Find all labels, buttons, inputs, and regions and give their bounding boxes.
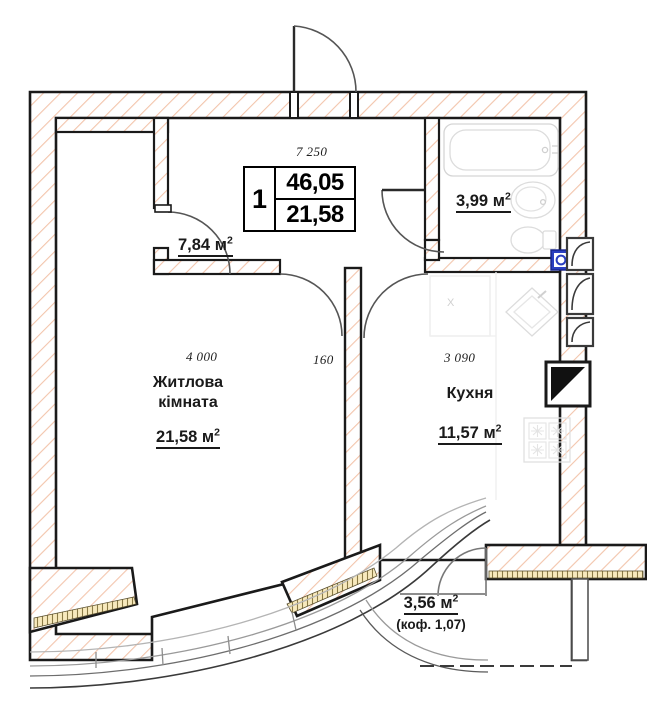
dimension-corridor-width: 160 [313, 352, 334, 367]
living-room-area-sup: 2 [214, 426, 220, 439]
bathtub-drain [541, 146, 549, 154]
bathroom-area-sup: 2 [504, 190, 511, 203]
kitchen-fixtures-group: X [429, 272, 571, 500]
bathroom-fixtures-group [443, 123, 559, 254]
sink-drain [539, 198, 547, 206]
balcony-glazing-arc-inner [29, 497, 487, 653]
rooms-count-cell: 1 [245, 168, 276, 230]
living-room-area: 21,58 м2 [128, 426, 248, 449]
kitchen-area-sup: 2 [495, 422, 502, 435]
hallway-area: 7,84 м2 [178, 234, 233, 257]
central-partition-wall [343, 266, 363, 562]
balcony-right-sill [488, 570, 644, 579]
living-room-door-jamb-top [154, 204, 172, 213]
balcony-coefficient: (коф. 1,07) [396, 617, 466, 632]
sink-bowl [515, 186, 547, 212]
hallway-area-value: 7,84 [178, 236, 211, 254]
living-room-area-value: 21,58 [156, 428, 198, 446]
living-room-top-wall [54, 116, 170, 134]
bathroom-area-unit: м [492, 192, 505, 210]
balcony-area-unit: м [440, 594, 453, 612]
bathroom-left-wall [423, 116, 441, 242]
apartment-info-box: 1 46,05 21,58 [243, 166, 356, 232]
bathroom-bottom-wall [423, 256, 562, 274]
dimension-top-width: 7 250 [296, 144, 328, 159]
kitchen-counter-left [429, 275, 491, 337]
kitchen-name: Кухня [446, 385, 494, 402]
balcony-right-arc [359, 609, 489, 673]
balcony-mullion-3 [227, 635, 231, 655]
hall-living-door-swing [279, 273, 343, 337]
riser-curve-1 [571, 241, 591, 267]
living-room-area-unit: м [201, 428, 215, 446]
bathroom-door-swing [381, 189, 445, 253]
living-area-cell: 21,58 [286, 201, 344, 228]
riser-box-2 [565, 272, 595, 316]
kitchen-door-swing [363, 273, 429, 339]
kitchen-label: Кухня [410, 384, 530, 404]
stove-fixture [523, 417, 571, 463]
hallway-left-partition [152, 116, 170, 210]
balcony-glazing-arc-mid [29, 505, 487, 667]
wall-group [28, 90, 647, 662]
balcony-right-arc-2 [365, 599, 489, 661]
ventilation-riser-group [544, 236, 595, 408]
entrance-door-swing [293, 25, 357, 93]
balcony-mullion-4 [291, 611, 297, 631]
living-room-label: Житлова кімната [128, 373, 248, 413]
bathroom-area: 3,99 м2 [456, 190, 511, 213]
balcony-area-value: 3,56 [403, 594, 436, 612]
balcony-area: 3,56 м2 [376, 592, 486, 615]
living-room-name-line1: Житлова [152, 374, 224, 391]
entrance-jamb-left [289, 91, 299, 119]
door-group [154, 25, 487, 597]
bay-sill-left [33, 596, 137, 629]
areas-cells: 46,05 21,58 [276, 168, 354, 230]
dimension-kitchen-width: 3 090 [444, 350, 476, 365]
riser-curve-3 [571, 321, 591, 343]
bathtub-tap [552, 145, 558, 154]
riser-curve-2 [571, 277, 591, 311]
balcony-rail-arc [29, 519, 491, 689]
bathroom-area-value: 3,99 [456, 192, 489, 210]
kitchen-area: 11,57 м2 [405, 422, 535, 445]
kitchen-area-unit: м [483, 424, 496, 442]
balcony-mullion-2 [161, 647, 164, 666]
balcony-door-swing [437, 547, 487, 597]
kitchen-area-value: 11,57 [438, 424, 479, 442]
bathtub-inner [449, 129, 551, 171]
balcony-right-outline-group [359, 599, 572, 673]
total-area-cell: 46,05 [276, 168, 354, 200]
toilet-fixture [510, 226, 546, 254]
balcony-glazing-group [29, 497, 491, 689]
living-room-door-swing [167, 211, 231, 275]
kitchen-sink-fixture [505, 287, 559, 337]
balcony-area-sup: 2 [452, 592, 459, 605]
hallway-bottom-wall [152, 258, 282, 276]
entrance-jamb-right [349, 91, 359, 119]
balcony-divider-wall [571, 578, 589, 661]
toilet-tank [542, 230, 557, 250]
bay-sill-diagonal [286, 567, 378, 614]
dimension-living-width: 4 000 [186, 349, 218, 364]
hallway-area-unit: м [214, 236, 227, 254]
living-room-name-line2: кімната [158, 394, 218, 411]
balcony-glazing-arc-outer [29, 511, 487, 677]
riser-diagonal-fill [551, 367, 585, 401]
hallway-area-sup: 2 [226, 234, 233, 247]
kitchen-appliance-mark: X [447, 297, 455, 309]
